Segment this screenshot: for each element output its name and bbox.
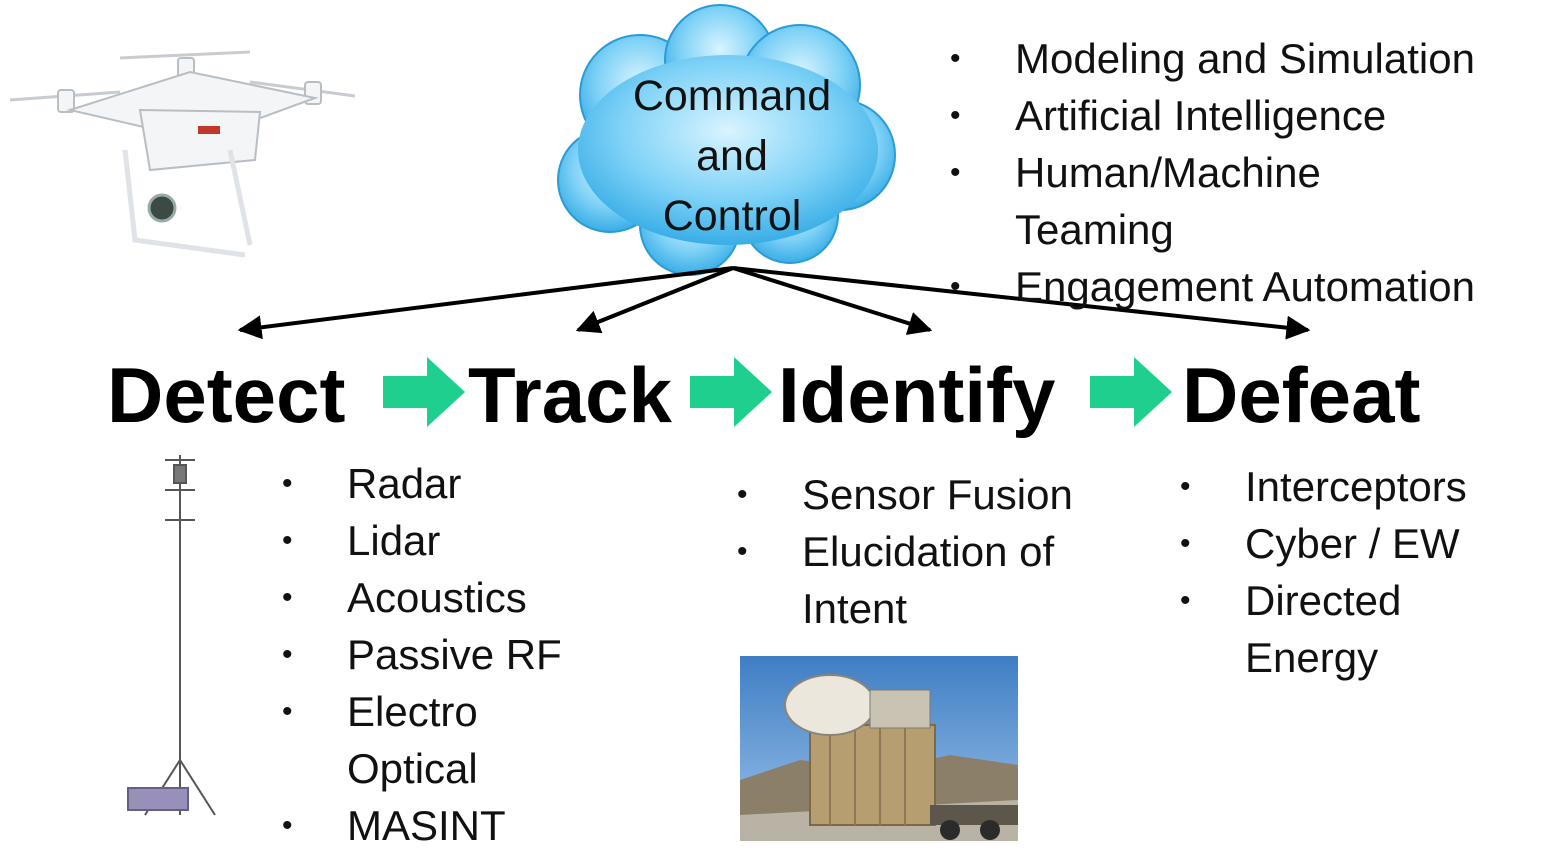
list-item: Cyber / EW [1180,515,1520,572]
link-to-track [575,266,734,334]
list-item: Sensor Fusion [737,466,1137,523]
quadcopter-drone-image [9,50,356,258]
stage-detect: Detect [107,351,346,439]
list-item: Interceptors [1180,458,1520,515]
identify-bullet-list: Sensor Fusion Elucidation of Intent [737,466,1137,637]
list-item: Electro Optical [282,683,517,797]
radar-truck-photo [740,656,1018,841]
list-item: Human/Machine Teaming [950,144,1415,258]
list-item: MASINT [282,797,612,854]
track-to-identify-arrow [690,357,772,427]
command-control-label: Command and Control [597,66,867,246]
command-control-bullet-list: Modeling and Simulation Artificial Intel… [950,30,1475,315]
list-item: Lidar [282,512,612,569]
link-to-detect [237,266,734,340]
identify-to-defeat-arrow [1090,357,1172,427]
defeat-bullet-list: Interceptors Cyber / EW Directed Energy [1180,458,1520,686]
list-item: Directed Energy [1180,572,1435,686]
link-to-identify [732,266,933,335]
cloud-line: and [696,132,768,180]
list-item: Artificial Intelligence [950,87,1475,144]
list-item: Modeling and Simulation [950,30,1475,87]
detect-bullet-list: Radar Lidar Acoustics Passive RF Electro… [282,455,612,854]
detect-to-track-arrow [383,357,465,427]
list-item: Passive RF [282,626,612,683]
list-item: Elucidation of Intent [737,523,1102,637]
stage-track: Track [468,351,672,439]
cloud-line: Command [632,72,832,120]
stage-defeat: Defeat [1182,351,1421,439]
command-control-cloud [557,4,896,276]
sensor-mast-image [127,455,216,816]
stage-identify: Identify [778,351,1056,439]
list-item: Engagement Automation [950,258,1475,315]
cloud-line: Control [662,192,802,240]
list-item: Acoustics [282,569,612,626]
stage-flow-arrows [383,357,1172,427]
list-item: Radar [282,455,612,512]
